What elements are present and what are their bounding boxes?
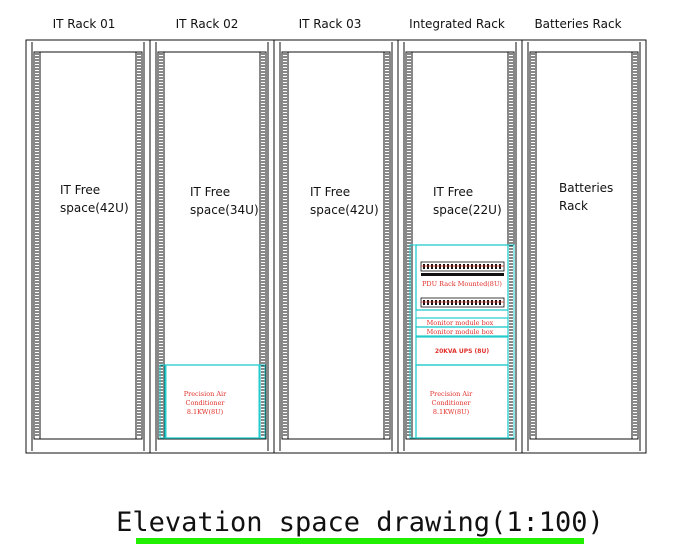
monitor-box-1-label: Monitor module box bbox=[427, 319, 494, 327]
free-space-label: Rack bbox=[559, 199, 588, 213]
pdu-outlet bbox=[499, 300, 501, 305]
pdu-outlet bbox=[435, 300, 437, 305]
pdu-outlet bbox=[463, 264, 465, 269]
precision-ac-label: Conditioner bbox=[185, 399, 225, 407]
rack-cabinet bbox=[273, 39, 399, 454]
rack-row-frame bbox=[25, 39, 647, 454]
pdu-outlet bbox=[491, 264, 493, 269]
rack-title: IT Rack 03 bbox=[299, 17, 362, 31]
rack-title: IT Rack 02 bbox=[176, 17, 239, 31]
rack-cabinet bbox=[521, 39, 647, 454]
rack-title: Batteries Rack bbox=[534, 17, 621, 31]
free-space-label: IT Free bbox=[190, 185, 230, 199]
rack-cabinet bbox=[25, 39, 151, 454]
pdu-divider bbox=[421, 273, 504, 276]
integrated-ac-label: Precision Air bbox=[430, 390, 473, 398]
pdu-outlet bbox=[443, 300, 445, 305]
free-space-label: space(42U) bbox=[60, 201, 129, 215]
drawing-title: Elevation space drawing(1:100) bbox=[116, 507, 604, 538]
pdu-outlet bbox=[439, 264, 441, 269]
pdu-outlet bbox=[491, 300, 493, 305]
pdu-box bbox=[415, 244, 509, 311]
ups-label: 20KVA UPS (8U) bbox=[435, 348, 489, 355]
rack-title: IT Rack 01 bbox=[53, 17, 116, 31]
pdu-label: PDU Rack Mounted(8U) bbox=[422, 280, 502, 288]
pdu-outlet bbox=[487, 264, 489, 269]
pdu-outlet bbox=[471, 300, 473, 305]
title-underline bbox=[136, 538, 584, 544]
pdu-outlet bbox=[483, 300, 485, 305]
free-space-label: IT Free bbox=[433, 185, 473, 199]
pdu-outlet bbox=[451, 264, 453, 269]
monitor-box-2 bbox=[415, 326, 509, 337]
pdu-outlet bbox=[483, 264, 485, 269]
rack-3: IT Rack 03 IT Free space(42U) bbox=[273, 17, 399, 454]
pdu-outlet bbox=[455, 264, 457, 269]
integrated-rack-equipment: PDU Rack Mounted(8U) Monitor module boxMo… bbox=[409, 244, 515, 439]
ac-rail-marker-left bbox=[159, 364, 167, 439]
pdu-outlet bbox=[475, 264, 477, 269]
pdu-outlet bbox=[423, 300, 425, 305]
rack-1: IT Rack 01 IT Free space(42U) bbox=[25, 17, 151, 454]
pdu-outlet bbox=[495, 264, 497, 269]
pdu-outlet bbox=[467, 300, 469, 305]
pdu-outlet bbox=[487, 300, 489, 305]
pdu-outlet bbox=[431, 300, 433, 305]
integrated-ac-label: 8.1KW(8U) bbox=[433, 408, 470, 416]
pdu-outlet bbox=[455, 300, 457, 305]
rack-2: IT Rack 02 IT Free space(34U) bbox=[149, 17, 275, 454]
pdu-outlet bbox=[471, 264, 473, 269]
free-space-label: IT Free bbox=[310, 185, 350, 199]
free-space-label: IT Free bbox=[60, 183, 100, 197]
pdu-outlet bbox=[475, 300, 477, 305]
precision-ac-label: 8.1KW(8U) bbox=[187, 408, 224, 416]
integrated-ac-box bbox=[415, 364, 509, 439]
pdu-outlet bbox=[451, 300, 453, 305]
free-space-label: space(34U) bbox=[190, 203, 259, 217]
precision-ac-label: Precision Air bbox=[184, 390, 227, 398]
pdu-outlet bbox=[459, 300, 461, 305]
monitor-box-2-label: Monitor module box bbox=[427, 328, 494, 336]
pdu-outlet bbox=[459, 264, 461, 269]
integrated-ac-label: Conditioner bbox=[431, 399, 471, 407]
pdu-outlet bbox=[423, 264, 425, 269]
ac-rail-marker-right bbox=[258, 364, 266, 439]
pdu-outlet bbox=[463, 300, 465, 305]
pdu-strip bbox=[420, 297, 505, 308]
pdu-outlet bbox=[431, 264, 433, 269]
rack-title: Integrated Rack bbox=[409, 17, 505, 31]
pdu-outlet bbox=[443, 264, 445, 269]
pdu-strip bbox=[420, 261, 505, 272]
pdu-outlet bbox=[439, 300, 441, 305]
free-space-label: Batteries bbox=[559, 181, 613, 195]
precision-ac-box bbox=[164, 364, 261, 439]
pdu-outlet bbox=[435, 264, 437, 269]
pdu-outlet bbox=[427, 264, 429, 269]
pdu-outlet bbox=[447, 300, 449, 305]
free-space-label: space(42U) bbox=[310, 203, 379, 217]
pdu-outlet bbox=[479, 264, 481, 269]
pdu-outlet bbox=[427, 300, 429, 305]
pdu-outlet bbox=[447, 264, 449, 269]
pdu-outlet bbox=[499, 264, 501, 269]
free-space-label: space(22U) bbox=[433, 203, 502, 217]
pdu-outlet bbox=[495, 300, 497, 305]
pdu-outlet bbox=[479, 300, 481, 305]
pdu-outlet bbox=[467, 264, 469, 269]
